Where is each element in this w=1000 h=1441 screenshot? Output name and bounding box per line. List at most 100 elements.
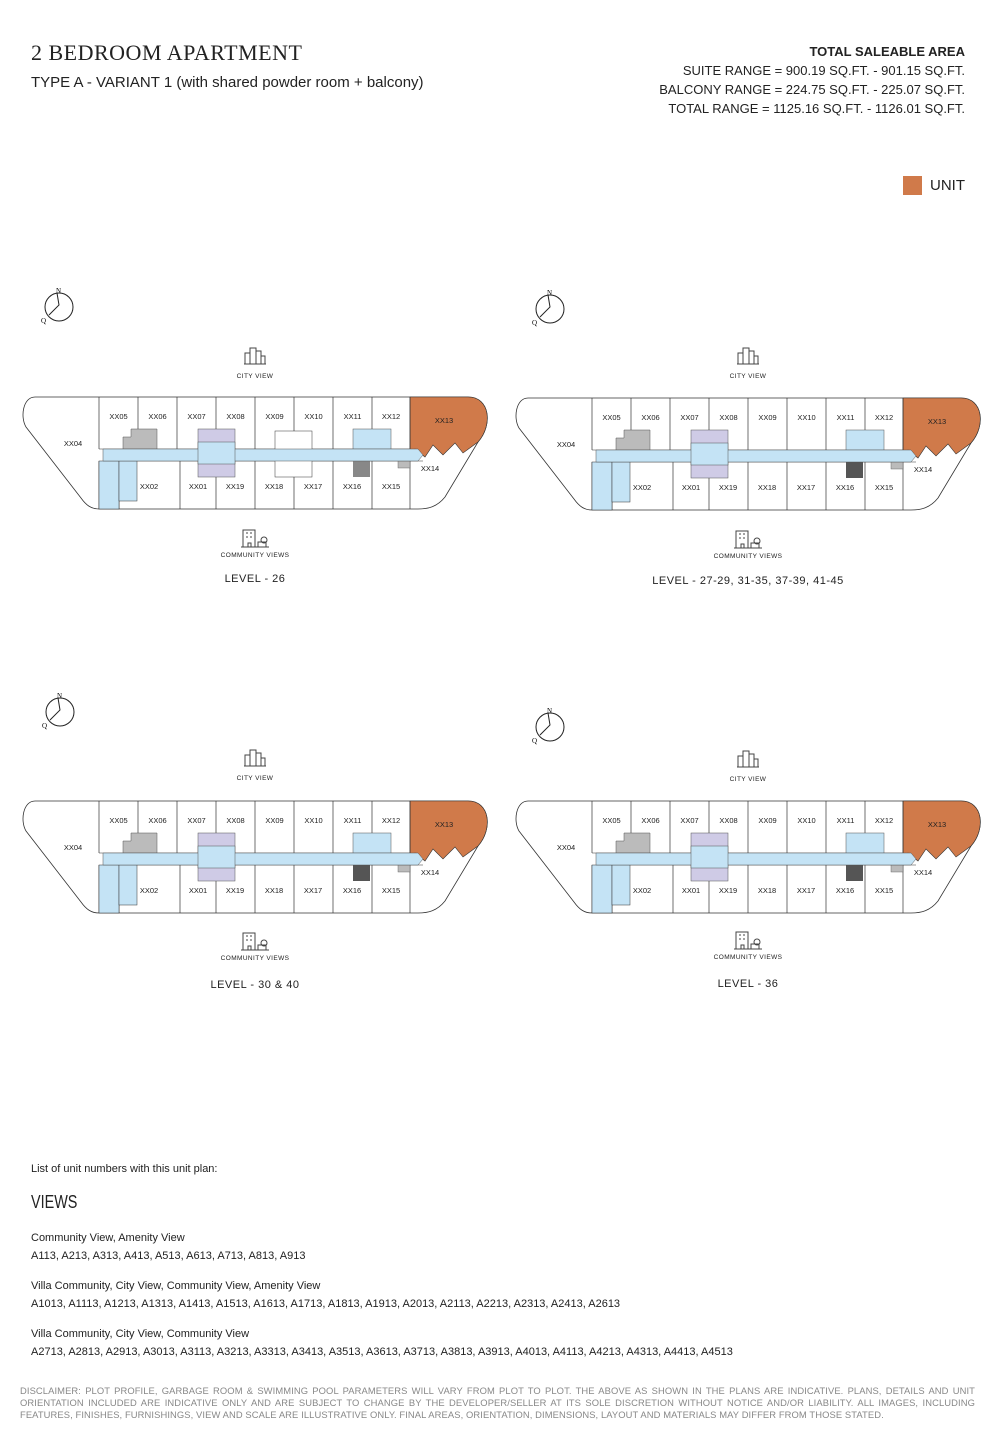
city-view-label: CITY VIEW (236, 775, 274, 782)
city-view-label: CITY VIEW (729, 776, 767, 783)
unit-label: XX06 (641, 413, 659, 422)
legend: UNIT (903, 176, 965, 195)
community-view-icon (241, 932, 269, 951)
unit-label: XX15 (382, 482, 400, 491)
compass-icon: NQ (41, 287, 74, 325)
unit-label: XX01 (189, 482, 207, 491)
unit-label: XX05 (602, 413, 620, 422)
view-group-title: Community View, Amenity View (31, 1232, 185, 1244)
disclaimer: DISCLAIMER: PLOT PROFILE, GARBAGE ROOM &… (20, 1385, 975, 1420)
unit-label: XX19 (226, 886, 244, 895)
views-heading: VIEWS (31, 1192, 78, 1212)
unit-label: XX17 (797, 886, 815, 895)
city-view-icon (737, 347, 759, 365)
unit-label: XX17 (304, 886, 322, 895)
unit-label: XX11 (837, 413, 855, 422)
unit-label: XX01 (682, 483, 700, 492)
unit-label: XX02 (140, 886, 158, 895)
unit-label: XX09 (758, 816, 776, 825)
unit-label: XX09 (265, 412, 283, 421)
level-label: LEVEL - 36 (717, 978, 779, 990)
unit-label: XX19 (719, 886, 737, 895)
unit-label: XX06 (641, 816, 659, 825)
highlighted-unit-label: XX13 (928, 820, 946, 829)
highlighted-unit-label: XX13 (928, 417, 946, 426)
unit-label: XX05 (109, 816, 127, 825)
unit-label: XX04 (557, 440, 575, 449)
unit-label: XX19 (719, 483, 737, 492)
unit-label: XX14 (421, 868, 439, 877)
legend-label: UNIT (930, 177, 965, 194)
unit-label: XX16 (343, 886, 361, 895)
balcony-range: BALCONY RANGE = 224.75 SQ.FT. - 225.07 S… (659, 82, 965, 97)
unit-label: XX10 (797, 413, 815, 422)
view-group-units: A113, A213, A313, A413, A513, A613, A713… (31, 1250, 306, 1262)
svg-text:N: N (57, 692, 62, 700)
unit-label: XX18 (265, 886, 283, 895)
area-summary: TOTAL SALEABLE AREA SUITE RANGE = 900.19… (659, 42, 965, 118)
unit-label: XX18 (265, 482, 283, 491)
unit-label: XX14 (914, 465, 932, 474)
community-view-label: COMMUNITY VIEWS (220, 955, 290, 962)
area-heading: TOTAL SALEABLE AREA (809, 44, 965, 59)
highlighted-unit (409, 396, 488, 458)
unit-label: XX10 (797, 816, 815, 825)
view-group: Villa Community, City View, Community Vi… (31, 1280, 620, 1310)
svg-text:Q: Q (41, 317, 46, 325)
unit-label: XX16 (836, 886, 854, 895)
svg-text:N: N (547, 289, 552, 297)
unit-label: XX08 (719, 413, 737, 422)
unit-label: XX12 (382, 412, 400, 421)
svg-text:Q: Q (532, 319, 537, 327)
unit-label: XX07 (187, 816, 205, 825)
unit-label: XX04 (557, 843, 575, 852)
unit-label: XX07 (680, 816, 698, 825)
unit-label: XX10 (304, 412, 322, 421)
unit-label: XX14 (914, 868, 932, 877)
view-group-title: Villa Community, City View, Community Vi… (31, 1328, 250, 1340)
total-range: TOTAL RANGE = 1125.16 SQ.FT. - 1126.01 S… (668, 101, 965, 116)
highlighted-unit (902, 397, 981, 459)
unit-label: XX09 (758, 413, 776, 422)
unit-label: XX18 (758, 886, 776, 895)
svg-text:N: N (56, 287, 61, 295)
level-label: LEVEL - 30 & 40 (210, 979, 300, 991)
compass-icon: NQ (532, 289, 565, 327)
city-view-label: CITY VIEW (729, 373, 767, 380)
highlighted-unit (409, 800, 488, 862)
community-view-icon (734, 931, 762, 950)
view-group: Villa Community, City View, Community Vi… (31, 1328, 733, 1358)
level-label: LEVEL - 27-29, 31-35, 37-39, 41-45 (652, 575, 844, 587)
unit-label: XX02 (633, 886, 651, 895)
highlighted-unit-label: XX13 (435, 820, 453, 829)
unit-label: XX15 (382, 886, 400, 895)
compass-icon: NQ (42, 692, 75, 730)
unit-label: XX04 (64, 843, 82, 852)
unit-label: XX01 (189, 886, 207, 895)
page-subtitle: TYPE A - VARIANT 1 (with shared powder r… (31, 74, 424, 91)
level-label: LEVEL - 26 (224, 573, 286, 585)
svg-text:Q: Q (42, 722, 47, 730)
unit-label: XX16 (836, 483, 854, 492)
unit-label: XX10 (304, 816, 322, 825)
unit-label: XX15 (875, 483, 893, 492)
community-view-label: COMMUNITY VIEWS (220, 552, 290, 559)
unit-label: XX01 (682, 886, 700, 895)
unit-label: XX19 (226, 482, 244, 491)
community-view-icon (241, 529, 269, 548)
view-group-units: A1013, A1113, A1213, A1313, A1413, A1513… (31, 1298, 621, 1310)
unit-label: XX12 (875, 413, 893, 422)
unit-label: XX11 (344, 816, 362, 825)
unit-label: XX11 (837, 816, 855, 825)
unit-label: XX12 (382, 816, 400, 825)
community-view-icon (734, 530, 762, 549)
community-view-label: COMMUNITY VIEWS (713, 553, 783, 560)
community-view-label: COMMUNITY VIEWS (713, 954, 783, 961)
unit-label: XX07 (680, 413, 698, 422)
unit-label: XX17 (797, 483, 815, 492)
